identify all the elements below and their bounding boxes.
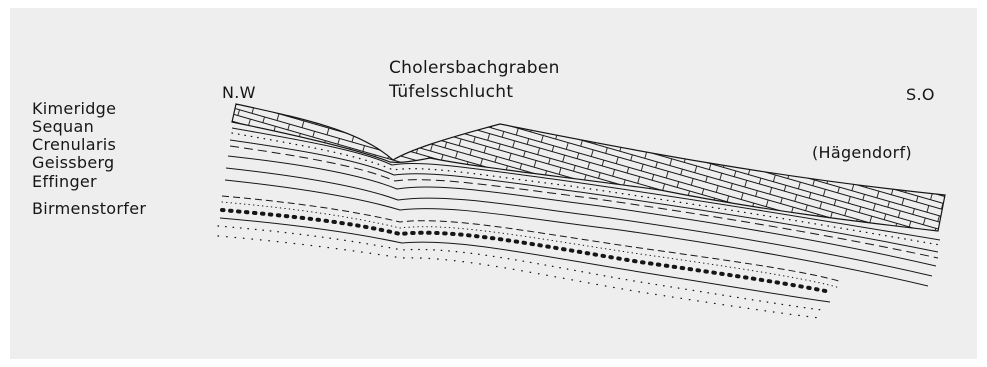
birmenstorfer-nodules xyxy=(222,210,830,292)
direction-right-label: S.O xyxy=(906,85,935,104)
strata-label-kimeridge: Kimeridge xyxy=(32,100,116,118)
locality-label: (Hägendorf) xyxy=(812,143,912,162)
strata-label-sequan: Sequan xyxy=(32,118,94,136)
limestone-layer xyxy=(232,104,945,231)
gorge-name: Tüfelsschlucht xyxy=(389,82,513,102)
lower-dotted-bed-1 xyxy=(218,226,822,310)
valley-name: Cholersbachgraben xyxy=(389,58,560,78)
direction-left-label: N.W xyxy=(222,83,256,102)
birmenstorfer-base xyxy=(220,218,830,302)
strata-label-birmenstorfer: Birmenstorfer xyxy=(32,200,146,218)
strata-label-geissberg: Geissberg xyxy=(32,154,115,172)
strata-label-crenularis: Crenularis xyxy=(32,136,116,154)
strata-label-effinger: Effinger xyxy=(32,173,97,191)
